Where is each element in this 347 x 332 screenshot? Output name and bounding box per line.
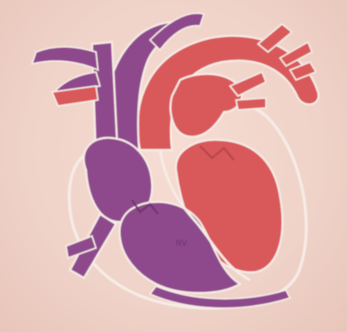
pulmonary-vein-right <box>230 72 266 96</box>
left-atrium <box>171 74 242 137</box>
pulmonary-vein-right-2 <box>236 98 266 110</box>
pulmonary-artery-branch-left <box>32 47 98 70</box>
right-ventricle-label: RV <box>176 239 188 248</box>
